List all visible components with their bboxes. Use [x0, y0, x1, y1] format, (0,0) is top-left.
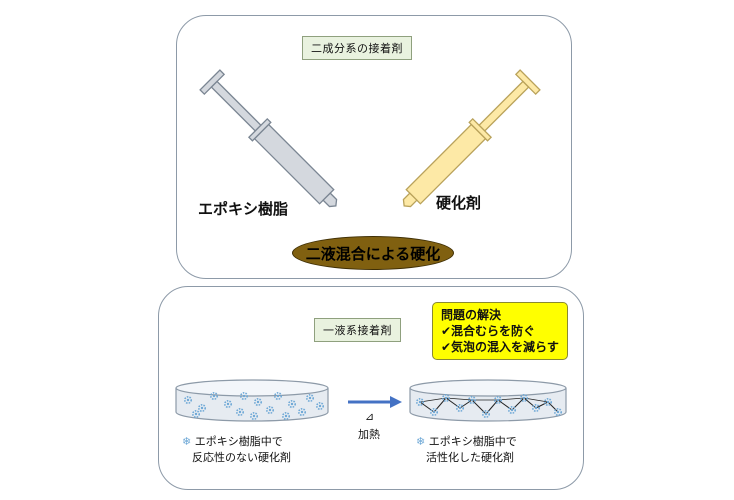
cured-network — [416, 393, 563, 418]
particle-icon — [274, 392, 283, 401]
particle-icon — [429, 407, 438, 416]
particle-icon — [316, 401, 325, 410]
note-line1: エポキシ樹脂中で — [428, 435, 517, 448]
particle-icon — [288, 399, 297, 408]
particle-icon — [197, 403, 206, 412]
particle-icon — [544, 397, 553, 406]
particle-icon — [240, 392, 249, 401]
particle-icon — [298, 407, 307, 416]
epoxy-syringe — [199, 69, 338, 208]
particle-icon — [532, 403, 541, 412]
heating-arrow — [348, 396, 402, 408]
two-liquid-mixing-oval: 二液混合による硬化 — [292, 236, 454, 270]
note-line1: エポキシ樹脂中で — [194, 435, 283, 448]
problem-solution-callout: 問題の解決 ✔混合むらを防ぐ ✔気泡の混入を減らす — [432, 302, 568, 360]
particle-icon — [282, 411, 291, 420]
particle-icon — [520, 393, 529, 402]
snowflake-icon: ❄ — [416, 435, 426, 448]
one-component-title: 一液系接着剤 — [314, 318, 401, 342]
callout-item-reduce-bubbles: ✔気泡の混入を減らす — [441, 340, 559, 354]
particle-icon — [191, 409, 200, 418]
particle-icon — [508, 405, 517, 414]
particle-icon — [482, 409, 491, 418]
particle-icon — [235, 407, 244, 416]
particle-icon — [494, 395, 503, 404]
note-line2: 反応性のない硬化剤 — [192, 451, 291, 464]
note-line2: 活性化した硬化剤 — [426, 451, 514, 464]
hardener-particles — [184, 392, 325, 420]
particle-icon — [441, 393, 450, 402]
hardener-syringe — [402, 69, 541, 208]
dish-activated — [409, 379, 567, 422]
particle-icon — [254, 397, 263, 406]
particle-icon — [266, 405, 275, 414]
callout-title: 問題の解決 — [441, 308, 502, 322]
epoxy-resin-label: エポキシ樹脂 — [198, 200, 289, 218]
particle-icon — [467, 395, 476, 404]
dish-unreactive — [175, 379, 329, 422]
snowflake-icon: ❄ — [182, 435, 192, 448]
heat-symbol: ⊿ — [365, 410, 375, 423]
unreactive-hardener-note: ❄ エポキシ樹脂中で 反応性のない硬化剤 — [182, 434, 291, 466]
particle-icon — [306, 393, 315, 402]
callout-item-prevent-uneven-mixing: ✔混合むらを防ぐ — [441, 324, 536, 338]
particle-icon — [416, 397, 425, 406]
particle-icon — [184, 395, 193, 404]
two-component-title: 二成分系の接着剤 — [302, 36, 412, 60]
particle-icon — [554, 407, 563, 416]
particle-icon — [223, 399, 232, 408]
hardener-label: 硬化剤 — [436, 194, 482, 212]
particle-icon — [209, 392, 218, 401]
heating-label: 加熱 — [358, 428, 380, 441]
particle-icon — [455, 403, 464, 412]
particle-icon — [250, 411, 259, 420]
activated-hardener-note: ❄ エポキシ樹脂中で 活性化した硬化剤 — [416, 434, 517, 466]
